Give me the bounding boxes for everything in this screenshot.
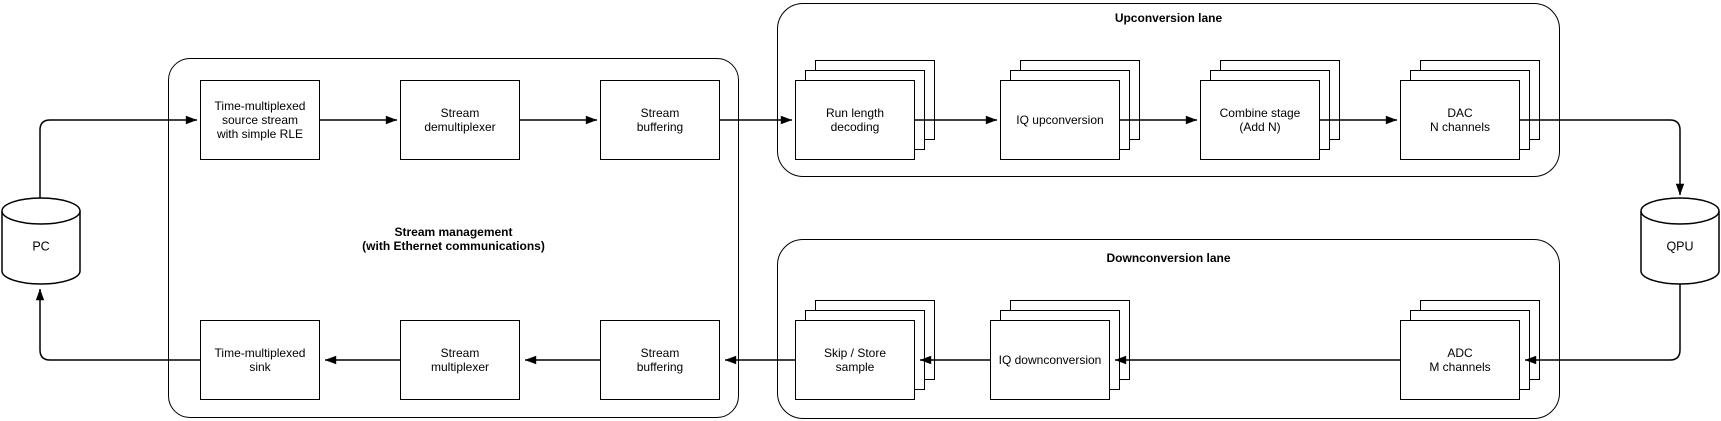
node-combine-stage: Combine stage (Add N) xyxy=(1200,60,1340,160)
node-stream-multiplexer: Stream multiplexer xyxy=(400,320,520,400)
stack-front: IQ downconversion xyxy=(990,320,1110,400)
stack-front: IQ upconversion xyxy=(1000,80,1120,160)
node-iq-upconversion: IQ upconversion xyxy=(1000,60,1140,160)
qpu-label: QPU xyxy=(1666,239,1693,253)
node-label: Stream buffering xyxy=(636,106,684,134)
node-label: Combine stage (Add N) xyxy=(1219,106,1301,134)
node-iq-downconversion: IQ downconversion xyxy=(990,300,1130,400)
pc-label: PC xyxy=(32,239,49,253)
downconversion-lane-label: Downconversion lane xyxy=(1106,251,1231,265)
node-stream-buffering-bottom: Stream buffering xyxy=(600,320,720,400)
node-label: Stream multiplexer xyxy=(430,346,490,374)
node-stream-buffering-top: Stream buffering xyxy=(600,80,720,160)
node-label: Time-multiplexed sink xyxy=(214,346,306,374)
node-label: Stream demultiplexer xyxy=(424,106,496,134)
node-label: Stream buffering xyxy=(636,346,684,374)
node-stream-demultiplexer: Stream demultiplexer xyxy=(400,80,520,160)
node-run-length-decoding: Run length decoding xyxy=(795,60,935,160)
edge-lane-to-qpu xyxy=(1560,119,1685,196)
node-skip-store-sample: Skip / Store sample xyxy=(795,300,935,400)
stack-front: Skip / Store sample xyxy=(795,320,915,400)
stack-front: Run length decoding xyxy=(795,80,915,160)
stack-front: DAC N channels xyxy=(1400,80,1520,160)
upconversion-lane-label: Upconversion lane xyxy=(1114,11,1223,25)
node-source-stream: Time-multiplexed source stream with simp… xyxy=(200,80,320,160)
node-label: Skip / Store sample xyxy=(823,346,887,374)
node-label: ADC M channels xyxy=(1429,346,1491,374)
stream-management-label: Stream management (with Ethernet communi… xyxy=(362,225,545,253)
node-sink: Time-multiplexed sink xyxy=(200,320,320,400)
pc-cylinder-top xyxy=(1,197,81,225)
node-label: Time-multiplexed source stream with simp… xyxy=(214,99,306,141)
stack-front: Combine stage (Add N) xyxy=(1200,80,1320,160)
node-dac: DAC N channels xyxy=(1400,60,1540,160)
qpu-cylinder-top xyxy=(1640,197,1720,225)
stack-front: ADC M channels xyxy=(1400,320,1520,400)
node-label: IQ downconversion xyxy=(998,353,1102,367)
node-label: IQ upconversion xyxy=(1016,113,1104,127)
node-label: DAC N channels xyxy=(1429,106,1491,134)
node-adc: ADC M channels xyxy=(1400,300,1540,400)
qpu-cylinder xyxy=(1640,211,1720,285)
node-label: Run length decoding xyxy=(825,106,885,134)
pc-cylinder xyxy=(1,211,81,285)
